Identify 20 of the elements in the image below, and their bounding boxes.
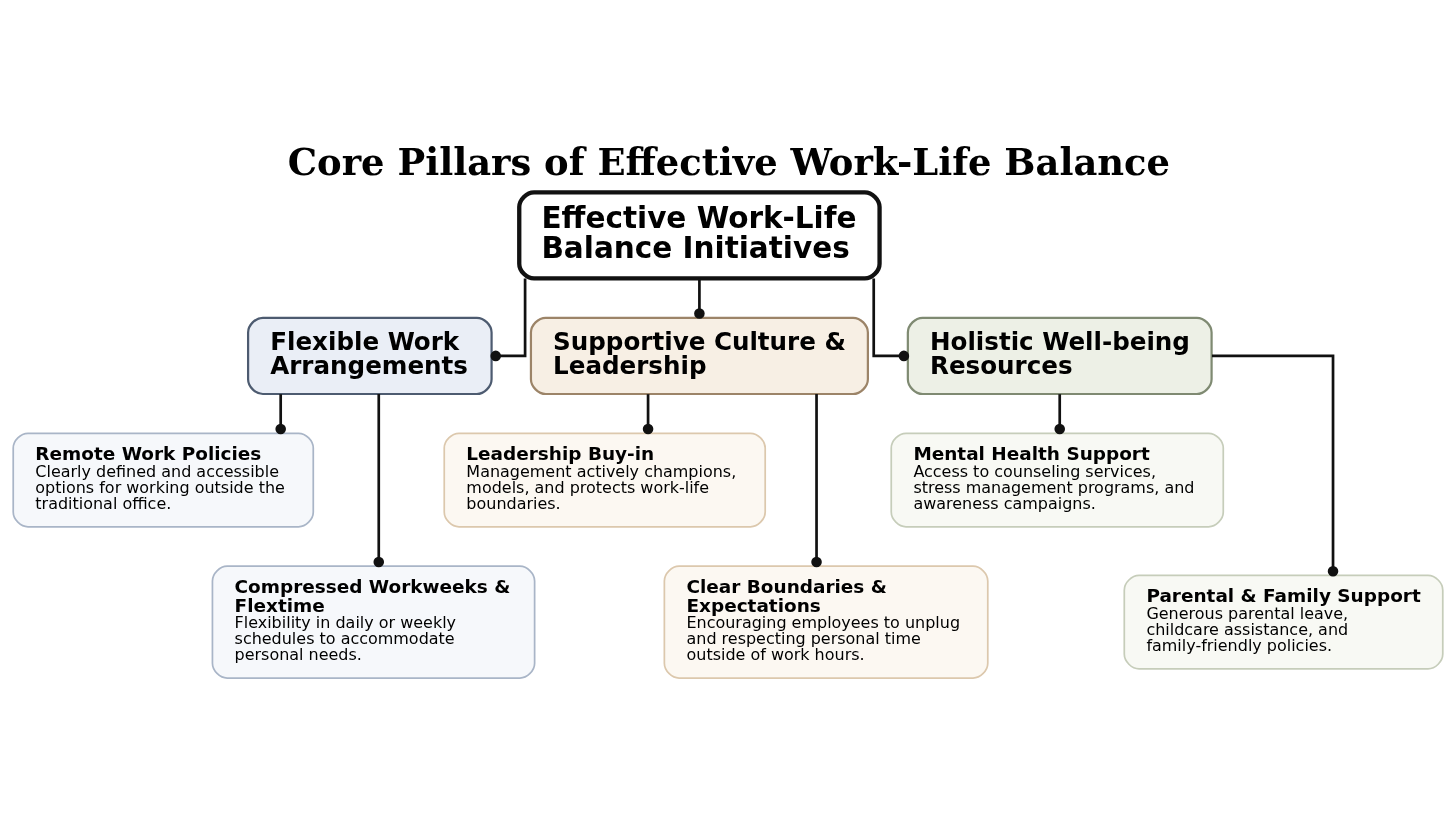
node-box: Effective Work-Life Balance Initiatives <box>517 189 882 281</box>
connector <box>872 278 910 361</box>
connector <box>1211 354 1339 576</box>
node-box: Remote Work Policies Clearly defined and accessible options for working outside the traditional office. <box>12 432 315 528</box>
node-box: Parental & Family Support Generous parental leave, childcare assistance, and family-friendly policies. <box>1123 574 1444 670</box>
node-box: Leadership Buy-in Management actively champions, models, and protects work-life boundaries. <box>443 432 767 528</box>
connector <box>811 393 822 567</box>
node-box: Holistic Well-being Resources <box>906 316 1213 395</box>
diagram-title: Core Pillars of Effective Work-Life Balance <box>287 139 1171 184</box>
connector <box>642 393 654 434</box>
node-box: Flexible Work Arrangements <box>247 316 493 395</box>
node-box: Mental Health Support Access to counseling services, stress management programs, and awareness campaigns. <box>890 432 1225 528</box>
connector <box>1054 393 1065 434</box>
node-box: Compressed Workweeks & Flextime Flexibility in daily or weekly schedules to accommodate personal needs. <box>211 564 536 679</box>
node-box: Supportive Culture & Leadership <box>529 316 869 395</box>
connector <box>275 393 286 434</box>
connector <box>490 278 527 361</box>
connector <box>694 278 705 319</box>
connector <box>373 393 385 567</box>
node-box: Clear Boundaries & Expectations Encouraging employees to unplug and respecting personal time outside of work hours. <box>663 564 989 679</box>
